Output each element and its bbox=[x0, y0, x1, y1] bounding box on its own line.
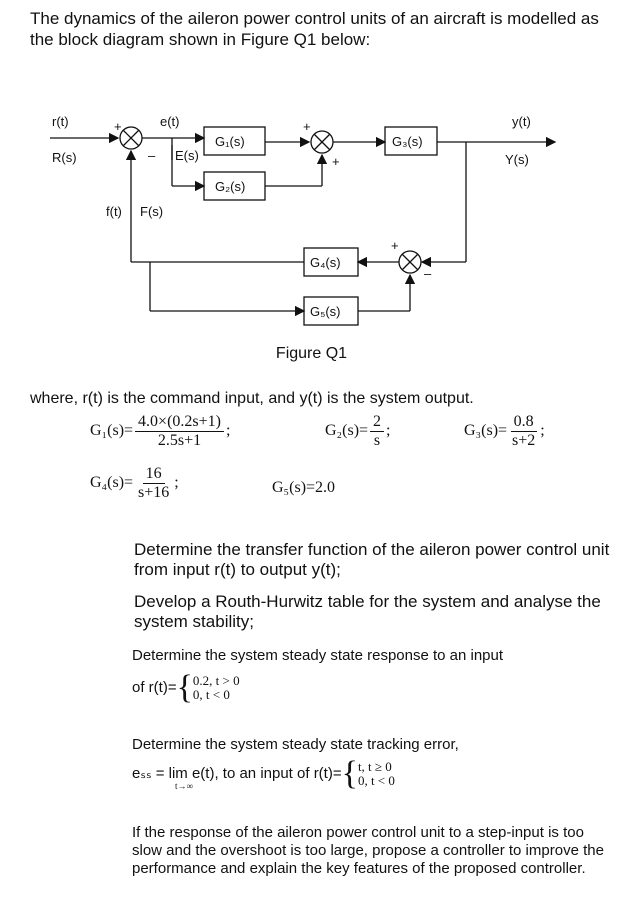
intro-text: The dynamics of the aileron power contro… bbox=[30, 9, 599, 49]
sum2-plus-bottom: + bbox=[332, 154, 340, 169]
question-4-case-1: t, t ≥ 0 bbox=[357, 759, 392, 774]
question-1: Determine the transfer function of the a… bbox=[134, 540, 610, 579]
g3-numerator: 0.8 bbox=[510, 413, 537, 432]
g2-denominator: s bbox=[373, 432, 381, 449]
output-time-label: y(t) bbox=[512, 114, 531, 129]
sum2-plus-top: + bbox=[303, 119, 311, 134]
question-4-case-2: 0, t < 0 bbox=[357, 773, 395, 788]
g1-denominator: 2.5s+1 bbox=[157, 432, 202, 449]
g3-denominator: s+2 bbox=[512, 432, 536, 449]
input-time-label: r(t) bbox=[52, 114, 69, 129]
g1-numerator: 4.0×(0.2s+1) bbox=[135, 413, 224, 432]
sum1-plus-sign: + bbox=[114, 119, 122, 134]
g1-lhs: G₁(s)= bbox=[90, 422, 134, 440]
block-g5-label: G₅(s) bbox=[310, 304, 341, 319]
question-4-ess: eₛₛ = lim e(t), to an input of r(t)= bbox=[132, 764, 342, 782]
g4-numerator: 16 bbox=[142, 465, 165, 484]
g2-lhs: G₂(s)= bbox=[325, 422, 369, 440]
input-laplace-label: R(s) bbox=[52, 150, 77, 165]
question-4: Determine the system steady state tracki… bbox=[132, 736, 459, 753]
g1-equation: G₁(s)=4.0×(0.2s+1)2.5s+1; bbox=[90, 413, 231, 449]
block-g1-label: G₁(s) bbox=[215, 134, 245, 149]
block-g2-label: G₂(s) bbox=[215, 179, 245, 194]
question-3-case-1: 0.2, t > 0 bbox=[192, 673, 240, 688]
g3-lhs: G₃(s)= bbox=[464, 422, 508, 440]
block-g4-label: G₄(s) bbox=[310, 255, 341, 270]
block-g1 bbox=[203, 126, 266, 156]
block-g5 bbox=[303, 296, 359, 326]
left-brace-icon: { bbox=[176, 669, 193, 706]
g4-denominator: s+16 bbox=[138, 484, 170, 501]
question-3-of-label: of r(t)= bbox=[132, 678, 177, 696]
question-3-case-2: 0, t < 0 bbox=[192, 687, 230, 702]
question-3: Determine the system steady state respon… bbox=[132, 647, 504, 664]
feedback-laplace-label: F(s) bbox=[140, 204, 163, 219]
figure-caption: Figure Q1 bbox=[275, 345, 348, 362]
feedback-time-label: f(t) bbox=[106, 204, 122, 219]
g4-lhs: G₄(s)= bbox=[90, 474, 134, 492]
question-5: If the response of the aileron power con… bbox=[132, 824, 604, 877]
question-2: Develop a Routh-Hurwitz table for the sy… bbox=[134, 592, 601, 631]
output-laplace-label: Y(s) bbox=[505, 152, 529, 167]
g2-numerator: 2 bbox=[370, 413, 385, 432]
block-g4 bbox=[303, 247, 359, 277]
block-diagram: r(t) R(s) + – e(t) E(s) f(t) F(s) + + y(… bbox=[50, 114, 557, 326]
sum3-minus-sign: – bbox=[424, 266, 432, 281]
block-g2 bbox=[203, 171, 266, 201]
error-laplace-label: E(s) bbox=[175, 148, 199, 163]
question-4-input: eₛₛ = lim e(t), to an input of r(t)={t, … bbox=[132, 757, 395, 791]
block-g3 bbox=[384, 126, 438, 156]
question-4-limit-subscript: t→∞ bbox=[175, 781, 193, 791]
error-time-label: e(t) bbox=[160, 114, 180, 129]
where-text: where, r(t) is the command input, and y(… bbox=[30, 390, 474, 407]
left-brace-icon: { bbox=[341, 755, 358, 792]
sum1-minus-sign: – bbox=[148, 148, 156, 163]
block-g3-label: G₃(s) bbox=[392, 134, 423, 149]
g5-equation: G₅(s)=2.0 bbox=[272, 479, 336, 496]
sum3-plus-sign: + bbox=[391, 238, 399, 253]
